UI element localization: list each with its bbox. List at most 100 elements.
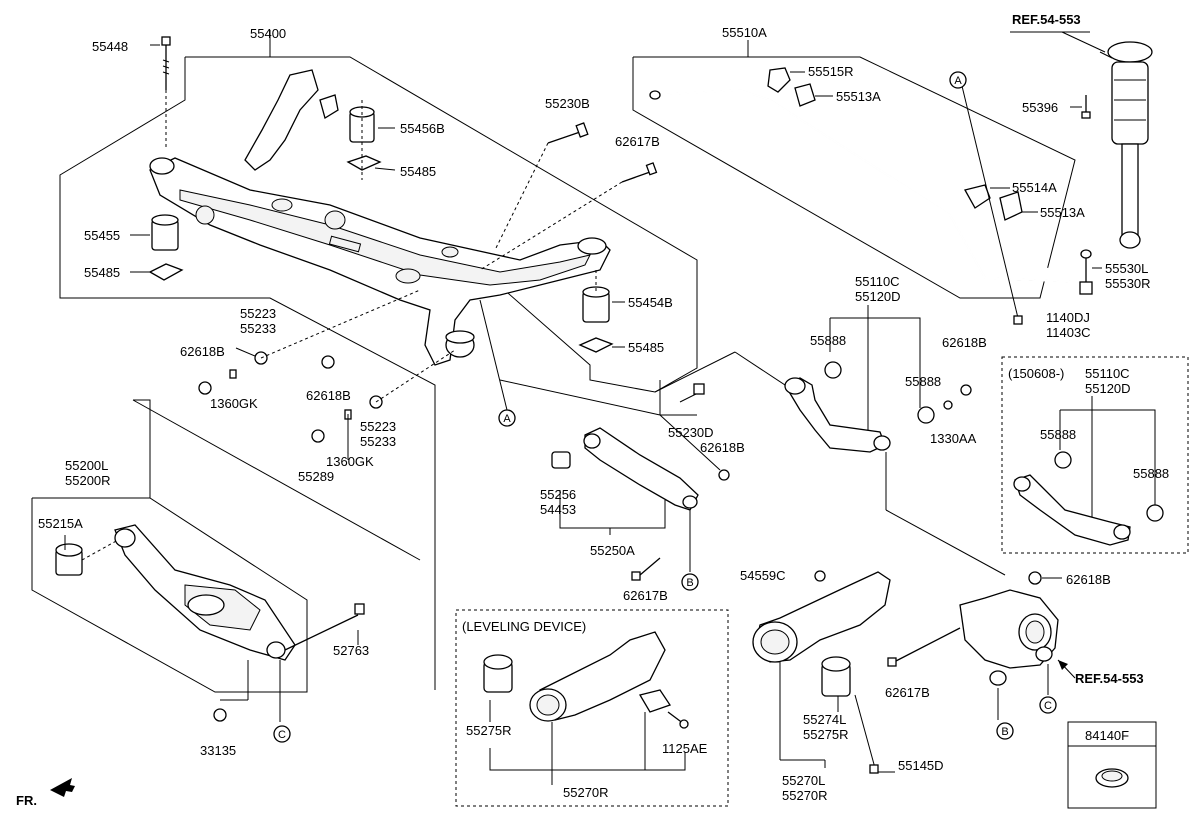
label-55888-b: 55888 bbox=[905, 374, 941, 389]
label-84140f: 84140F bbox=[1085, 728, 1129, 743]
label-55448: 55448 bbox=[92, 39, 128, 54]
callout-c-left: C bbox=[273, 725, 291, 743]
label-55400: 55400 bbox=[250, 26, 286, 41]
label-54559c: 54559C bbox=[740, 568, 786, 583]
label-52763: 52763 bbox=[333, 643, 369, 658]
label-1360gk-b: 1360GK bbox=[326, 454, 374, 469]
inset-150608 bbox=[1001, 356, 1189, 554]
callout-a-mid: A bbox=[479, 299, 516, 427]
label-55233-b: 55233 bbox=[360, 434, 396, 449]
label-62618b-a: 62618B bbox=[180, 344, 225, 359]
label-55513a-2: 55513A bbox=[1040, 205, 1085, 220]
label-55289: 55289 bbox=[298, 469, 334, 484]
label-55233-a: 55233 bbox=[240, 321, 276, 336]
bolt-1140dj bbox=[961, 85, 1023, 325]
upper-arm-55110c bbox=[654, 305, 1006, 576]
label-55200r: 55200R bbox=[65, 473, 111, 488]
label-55510a: 55510A bbox=[722, 25, 767, 40]
knuckle bbox=[887, 571, 1076, 720]
callout-a-top: A bbox=[949, 71, 967, 89]
label-62618b-b: 62618B bbox=[306, 388, 351, 403]
label-55250a: 55250A bbox=[590, 543, 635, 558]
front-arrow-icon bbox=[50, 778, 75, 797]
label-inset-55120d: 55120D bbox=[1085, 381, 1131, 396]
label-inset-55888-b: 55888 bbox=[1133, 466, 1169, 481]
label-55270r-lev: 55270R bbox=[563, 785, 609, 800]
label-55230b: 55230B bbox=[545, 96, 590, 111]
leveling-device bbox=[455, 609, 729, 807]
stabilizer-link-55530 bbox=[1079, 249, 1102, 295]
label-ref-top: REF.54-553 bbox=[1012, 12, 1081, 27]
callout-c-right-text: C bbox=[1044, 700, 1052, 712]
label-1140dj: 1140DJ bbox=[1046, 310, 1090, 325]
washers-mid bbox=[198, 289, 456, 460]
label-55456b: 55456B bbox=[400, 121, 445, 136]
label-54453: 54453 bbox=[540, 502, 576, 517]
lower-arm-55200 bbox=[31, 399, 421, 722]
bushing-55455 bbox=[130, 214, 184, 281]
stabilizer-bar-55510a bbox=[632, 40, 1081, 299]
label-62617b-mid: 62617B bbox=[623, 588, 668, 603]
bolt-55396 bbox=[1070, 95, 1091, 119]
label-leveling-title: (LEVELING DEVICE) bbox=[462, 619, 586, 634]
shock-absorber bbox=[1010, 31, 1153, 249]
bushing-55456b bbox=[346, 100, 396, 180]
label-55145d: 55145D bbox=[898, 758, 944, 773]
label-55888-a: 55888 bbox=[810, 333, 846, 348]
label-11403c: 11403C bbox=[1046, 325, 1091, 340]
label-55270r: 55270R bbox=[782, 788, 828, 803]
label-55485-a: 55485 bbox=[400, 164, 436, 179]
label-1125ae: 1125AE bbox=[662, 741, 708, 756]
callout-c-right: C bbox=[1039, 696, 1057, 714]
label-ref-right: REF.54-553 bbox=[1075, 671, 1144, 686]
trailing-arm-55250a bbox=[499, 379, 730, 581]
label-1330aa: 1330AA bbox=[930, 431, 977, 446]
callout-b-mid: B bbox=[681, 573, 699, 591]
callout-b-right: B bbox=[996, 722, 1014, 740]
label-1360gk-a: 1360GK bbox=[210, 396, 258, 411]
label-55120d: 55120D bbox=[855, 289, 901, 304]
label-inset-55110c: 55110C bbox=[1085, 366, 1130, 381]
label-55223-b: 55223 bbox=[360, 419, 396, 434]
callout-c-left-text: C bbox=[278, 729, 286, 741]
trailing-arm-55270 bbox=[752, 570, 895, 774]
label-62617b-top: 62617B bbox=[615, 134, 660, 149]
label-inset-55888-a: 55888 bbox=[1040, 427, 1076, 442]
label-55515r: 55515R bbox=[808, 64, 854, 79]
label-55270l: 55270L bbox=[782, 773, 825, 788]
label-55275r: 55275R bbox=[803, 727, 849, 742]
label-55455: 55455 bbox=[84, 228, 120, 243]
callout-a-top-text: A bbox=[954, 75, 962, 87]
label-55485-c: 55485 bbox=[628, 340, 664, 355]
label-55396: 55396 bbox=[1022, 100, 1058, 115]
subframe-55400 bbox=[59, 30, 698, 690]
label-inset-date: (150608-) bbox=[1008, 366, 1064, 381]
label-55513a-1: 55513A bbox=[836, 89, 881, 104]
callout-a-mid-text: A bbox=[503, 413, 511, 425]
label-55110c: 55110C bbox=[855, 274, 900, 289]
label-55485-b: 55485 bbox=[84, 265, 120, 280]
label-55530r: 55530R bbox=[1105, 276, 1151, 291]
label-55223-a: 55223 bbox=[240, 306, 276, 321]
label-62618b-d: 62618B bbox=[942, 335, 987, 350]
label-62618b-c: 62618B bbox=[700, 440, 745, 455]
label-62618b-e: 62618B bbox=[1066, 572, 1111, 587]
label-55274l: 55274L bbox=[803, 712, 846, 727]
label-55256: 55256 bbox=[540, 487, 576, 502]
plug-84140f bbox=[1067, 721, 1157, 809]
label-55530l: 55530L bbox=[1105, 261, 1148, 276]
label-55200l: 55200L bbox=[65, 458, 108, 473]
bushing-55454b bbox=[578, 270, 625, 353]
label-62617b-low: 62617B bbox=[885, 685, 930, 700]
label-55230d: 55230D bbox=[668, 425, 714, 440]
label-55275r-lev: 55275R bbox=[466, 723, 512, 738]
bolt-55448 bbox=[150, 36, 171, 150]
label-55454b: 55454B bbox=[628, 295, 673, 310]
label-fr: FR. bbox=[16, 793, 37, 808]
label-33135: 33135 bbox=[200, 743, 236, 758]
bolt-62617b-top bbox=[479, 162, 658, 271]
bolt-55230b bbox=[494, 122, 589, 251]
label-55215a: 55215A bbox=[38, 516, 83, 531]
callout-b-mid-text: B bbox=[686, 577, 693, 589]
